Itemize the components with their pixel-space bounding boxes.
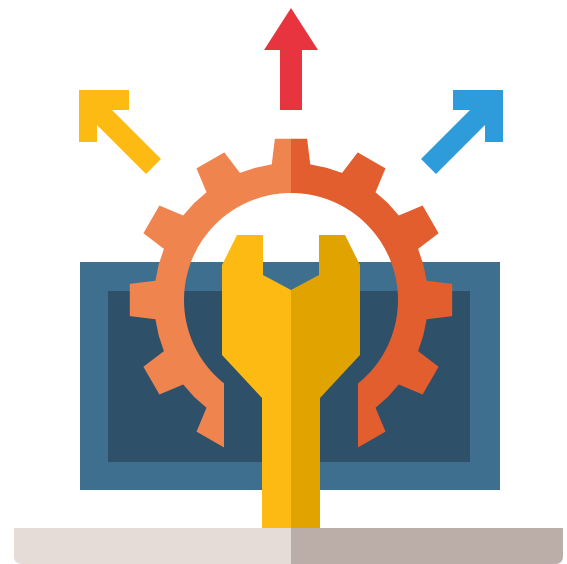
arrow-up-left-icon [79,90,161,174]
arrow-up-right-icon [421,90,503,174]
laptop-base-icon [14,528,563,564]
arrow-up-icon [264,8,318,110]
wrench-icon [222,235,360,528]
